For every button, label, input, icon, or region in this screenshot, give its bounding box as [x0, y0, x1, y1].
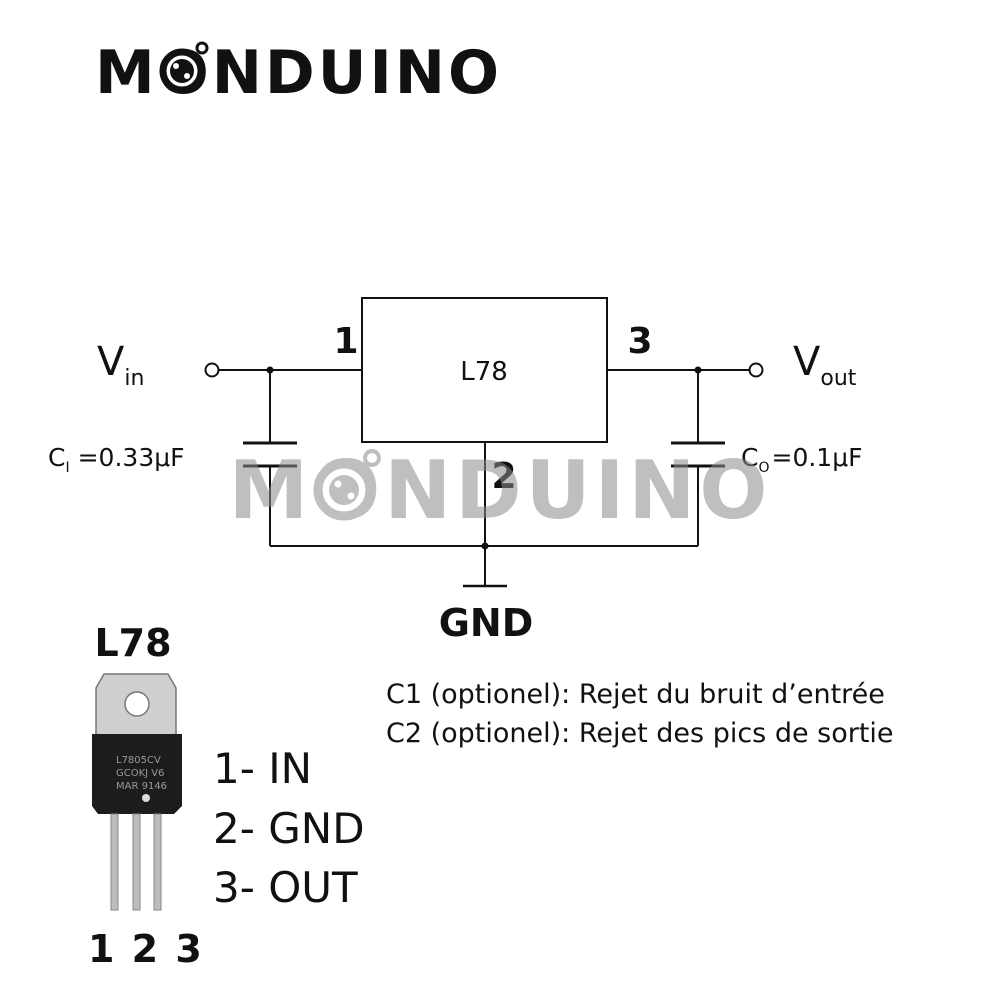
pin-out-number: 3 [627, 321, 652, 362]
regulator-box [361, 297, 608, 443]
c-out-label: CO=0.1μF [741, 443, 863, 476]
note-line: C1 (optionel): Rejet du bruit d’entrée [386, 679, 885, 710]
pinout-line: 3- OUT [213, 863, 358, 912]
junction-dot [266, 366, 274, 374]
package-pin-numbers: 1 2 3 [88, 927, 204, 971]
brand-logo: MONDUINO [95, 38, 502, 108]
regulator-label: L78 [460, 357, 508, 387]
pinout-line: 1- IN [213, 744, 312, 793]
vin-label: Vin [97, 339, 144, 391]
watermark-text: MONDUINO [229, 444, 772, 537]
vin-terminal [204, 362, 220, 378]
vout-terminal [748, 362, 764, 378]
watermark-emblem-icon [313, 449, 381, 521]
package-section: L78 L7805CV GCOKJ V6 MAR 9146 1 2 3 1- I… [88, 621, 365, 971]
ground-label: GND [439, 601, 534, 645]
chip-marking-line: L7805CV [116, 755, 161, 766]
schematic-labels: L78 1 3 2 Vin Vout CI=0.33μF CO=0.1μF GN… [48, 321, 863, 645]
chip-marking-line: GCOKJ V6 [116, 768, 165, 779]
pin-gnd-number: 2 [491, 456, 516, 497]
circuit-wiring [219, 297, 749, 588]
c-in-label: CI=0.33μF [48, 443, 185, 476]
junction-dot [694, 366, 702, 374]
logo-text: MONDUINO [95, 38, 502, 108]
pinout-line: 2- GND [213, 804, 365, 853]
vout-label: Vout [793, 339, 857, 391]
pin-in-number: 1 [333, 321, 358, 362]
logo-emblem-icon [159, 41, 209, 94]
circuit-nodes [204, 362, 764, 550]
chip-marking-line: MAR 9146 [116, 781, 167, 792]
junction-dot [481, 542, 489, 550]
to220-package-icon: L7805CV GCOKJ V6 MAR 9146 [92, 673, 182, 911]
watermark: MONDUINO [229, 444, 772, 537]
notes: C1 (optionel): Rejet du bruit d’entrée C… [386, 679, 894, 749]
package-title: L78 [94, 621, 171, 665]
note-line: C2 (optionel): Rejet des pics de sortie [386, 718, 894, 749]
